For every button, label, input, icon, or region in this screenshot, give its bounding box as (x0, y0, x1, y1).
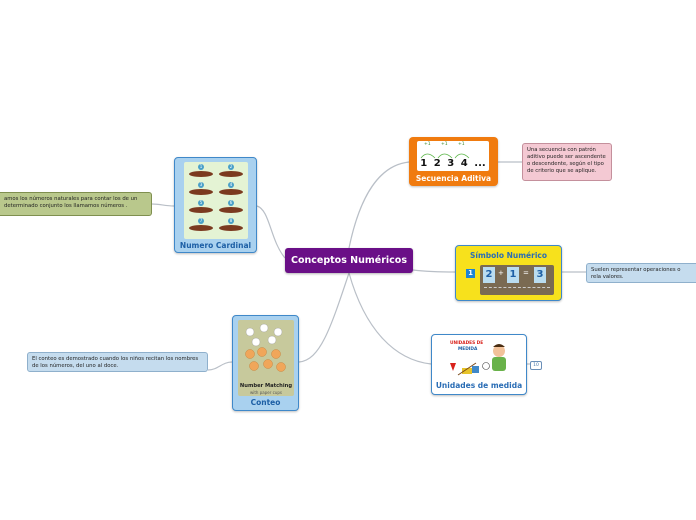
cardinal-image: 1 2 3 4 5 6 7 8 (184, 162, 248, 239)
cardinal-digit: 1 (198, 164, 204, 170)
cookie-tray (219, 189, 243, 195)
eq-value: 1 (507, 267, 519, 283)
attachment-count-badge[interactable]: 10 (530, 361, 542, 370)
cookie-tray (189, 207, 213, 213)
simbolo-numerico-label: Símbolo Numérico (469, 251, 548, 260)
unidades-medida-label: Unidades de medida (435, 381, 523, 390)
cardinal-note[interactable]: amos los números naturales para contar l… (0, 192, 152, 216)
numero-cardinal-label: Numero Cardinal (179, 241, 252, 250)
cardinal-digit: 6 (228, 200, 234, 206)
sequence-arcs (420, 153, 470, 159)
conteo-image-subtitle: with paper cups (249, 390, 283, 395)
cardinal-digit: 7 (198, 218, 204, 224)
seq-number: 1 (420, 158, 428, 169)
central-topic[interactable]: Conceptos Numéricos (285, 248, 413, 273)
secuencia-aditiva-label: Secuencia Aditiva (415, 174, 492, 183)
cardinal-digit: 4 (228, 182, 234, 188)
simbolo-note[interactable]: Suelen representar operaciones o rela va… (586, 263, 696, 283)
unidades-image: UNIDADES DE MEDIDA (444, 339, 514, 379)
cardinal-digit: 3 (198, 182, 204, 188)
cookie-tray (219, 207, 243, 213)
equation-board: 2 + 1 = 3 (480, 265, 554, 295)
paper-cups (245, 323, 286, 372)
conteo-image-title: Number Matching (239, 383, 293, 389)
cardinal-digit: 8 (228, 218, 234, 224)
cookie-tray (219, 225, 243, 231)
unidades-title: UNIDADES DE (450, 341, 484, 346)
cardinal-digit: 2 (228, 164, 234, 170)
conteo-node[interactable]: Number Matching with paper cups Conteo (232, 315, 299, 411)
eq-value: 2 (483, 267, 495, 283)
conteo-label: Conteo (250, 398, 281, 407)
cookie-tray (189, 225, 213, 231)
secuencia-aditiva-node[interactable]: +1 +1 +1 1 2 3 4 ... Secuencia Aditiva (409, 137, 498, 186)
seq-number: 2 (433, 158, 441, 169)
unidades-subtitle: MEDIDA (458, 347, 478, 352)
cookie-tray (189, 171, 213, 177)
eq-operator: + (498, 269, 504, 277)
symbol-square: 1 (466, 269, 475, 278)
eq-result: 3 (534, 267, 546, 283)
hop-label: +1 (424, 142, 431, 147)
numero-cardinal-node[interactable]: 1 2 3 4 5 6 7 8 Numero Cardinal (174, 157, 257, 253)
conteo-image: Number Matching with paper cups (238, 320, 294, 396)
cookie-tray (189, 189, 213, 195)
conteo-note[interactable]: El conteo es demostrado cuando los niños… (27, 352, 208, 372)
secuencia-note[interactable]: Una secuencia con patrón aditivo puede s… (522, 143, 612, 181)
seq-number: ... (474, 158, 486, 169)
cookie-tray (219, 171, 243, 177)
eq-operator: = (523, 269, 529, 277)
cardinal-digit: 5 (198, 200, 204, 206)
seq-number: 3 (447, 158, 455, 169)
measure-icons (450, 344, 506, 376)
seq-number: 4 (460, 158, 468, 169)
hop-label: +1 (441, 142, 448, 147)
unidades-medida-node[interactable]: UNIDADES DE MEDIDA Unidades de medida (431, 334, 527, 395)
symbol-equation: 1 2 + 1 = 3 (464, 265, 554, 295)
sequence-image: +1 +1 +1 1 2 3 4 ... (417, 141, 489, 171)
hop-label: +1 (458, 142, 465, 147)
simbolo-numerico-node[interactable]: Símbolo Numérico 1 2 + 1 = 3 (455, 245, 562, 301)
